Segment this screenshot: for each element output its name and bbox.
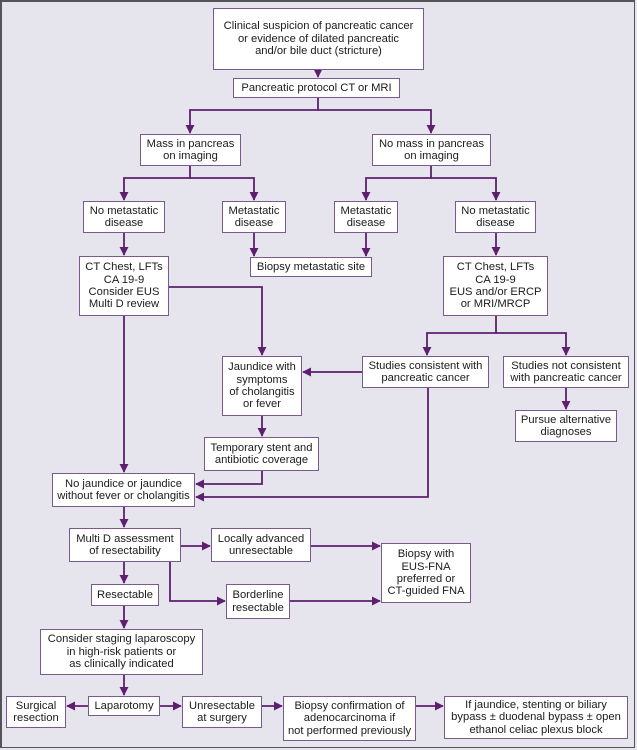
edge-nomass-met [361, 166, 432, 201]
node-temporary-stent: Temporary stent and antibiotic coverage [204, 437, 319, 471]
edge-mass-nomet [119, 166, 191, 201]
node-mass-no-metastatic: No metastatic disease [83, 201, 165, 233]
node-biopsy-metastatic: Biopsy metastatic site [250, 257, 372, 277]
node-start: Clinical suspicion of pancreatic cancer … [213, 8, 424, 70]
node-pursue-alternative: Pursue alternative diagnoses [515, 410, 617, 442]
node-staging-laparoscopy: Consider staging laparoscopy in high-ris… [40, 629, 203, 675]
node-palliation: If jaundice, stenting or biliary bypass … [444, 696, 628, 739]
node-studies-consistent: Studies consistent with pancreatic cance… [362, 356, 489, 388]
edge-workupright-consistent [422, 316, 497, 356]
node-surgical-resection: Surgical resection [6, 696, 66, 728]
edge-consistent-nojaundice [195, 388, 429, 502]
node-multi-d-assessment: Multi D assessment of resectability [69, 528, 181, 562]
node-mass: Mass in pancreas on imaging [140, 134, 241, 166]
edge-mass-met [190, 177, 259, 201]
edge-workupright-notconsistent [496, 332, 571, 356]
node-studies-not-consistent: Studies not consistent with pancreatic c… [503, 356, 629, 388]
node-no-mass: No mass in pancreas on imaging [372, 134, 491, 166]
node-biopsy-confirmation: Biopsy confirmation of adenocarcinoma if… [283, 696, 416, 741]
edge-nomass-nomet [431, 177, 501, 201]
node-no-jaundice: No jaundice or jaundice without fever or… [52, 473, 195, 507]
node-jaundice-cholangitis: Jaundice with symptoms of cholangitis or… [222, 356, 302, 416]
edge-imaging-mass [185, 98, 319, 134]
edge-workupleft-jaundice [169, 286, 267, 356]
node-nomass-no-metastatic: No metastatic disease [455, 201, 536, 233]
node-nomass-metastatic: Metastatic disease [334, 201, 398, 233]
node-laparotomy: Laparotomy [88, 696, 160, 716]
node-unresectable-surgery: Unresectable at surgery [182, 696, 262, 728]
node-borderline-resectable: Borderline resectable [226, 584, 290, 619]
edge-multid-borderline [169, 562, 226, 606]
edge-imaging-nomass [318, 109, 436, 134]
edge-stent-nojaundice [195, 471, 263, 489]
node-imaging: Pancreatic protocol CT or MRI [233, 78, 400, 98]
node-locally-advanced: Locally advanced unresectable [211, 528, 311, 562]
node-resectable: Resectable [91, 584, 159, 606]
node-biopsy-eus-fna: Biopsy with EUS-FNA preferred or CT-guid… [381, 543, 471, 603]
node-workup-left: CT Chest, LFTs CA 19-9 Consider EUS Mult… [79, 256, 169, 316]
node-workup-right: CT Chest, LFTs CA 19-9 EUS and/or ERCP o… [443, 256, 548, 316]
node-mass-metastatic: Metastatic disease [222, 201, 286, 233]
